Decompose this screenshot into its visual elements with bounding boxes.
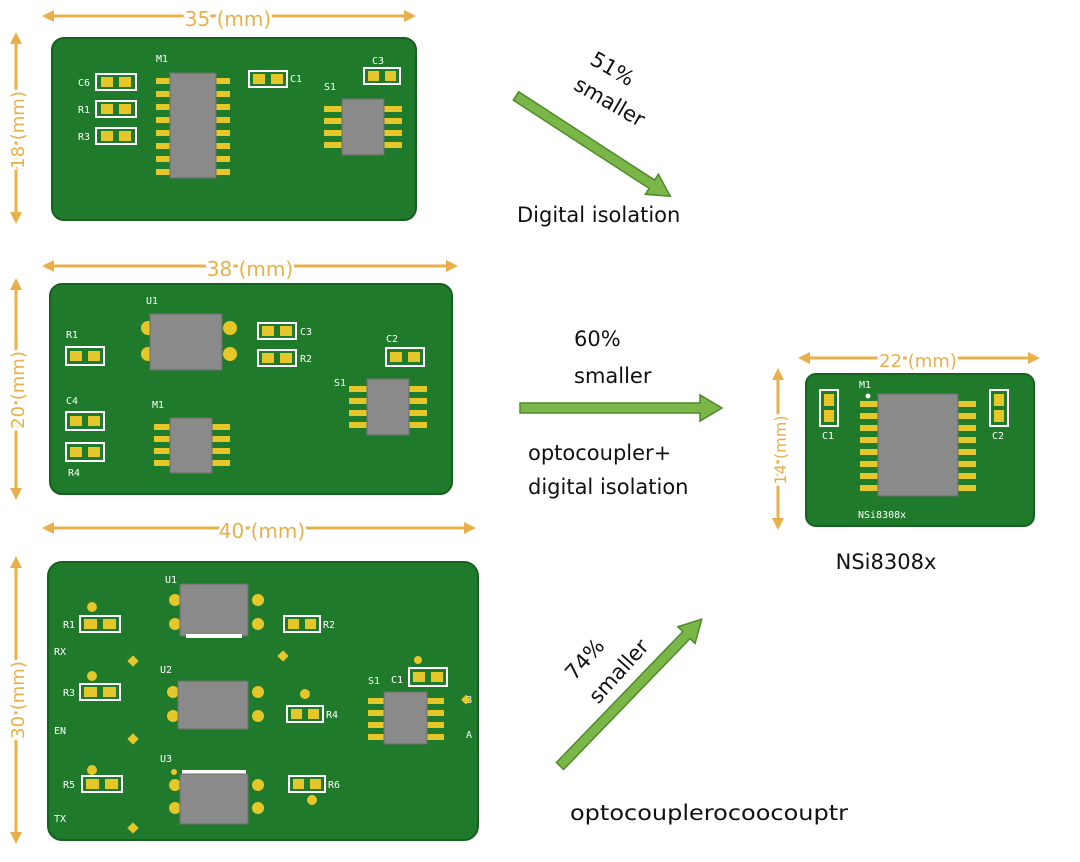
board-bottom: 40 (mm) 30 (mm) U1 R1 R2 RX U2 <box>5 516 479 844</box>
passive-r1 <box>79 602 121 633</box>
via-pad <box>127 822 139 834</box>
chip-m1 <box>860 393 976 497</box>
passive-r5 <box>81 765 123 793</box>
passive-r4 <box>286 689 324 723</box>
silk-m1: M1 <box>156 54 168 65</box>
passive-c1 <box>408 656 448 687</box>
chip-s1 <box>324 98 402 156</box>
passive-c3 <box>257 322 297 340</box>
silk-c2: C2 <box>386 334 398 345</box>
silk-c6: C6 <box>78 78 90 89</box>
silk-r2: R2 <box>323 620 335 631</box>
chip-m1 <box>156 72 230 179</box>
chip-u1 <box>169 583 264 638</box>
chip-u3 <box>169 770 264 825</box>
board-result: 22 (mm) 14 (mm) C1 M1 C2 NSi8308x NSi830… <box>768 348 1040 574</box>
silk-r3: R3 <box>78 132 90 143</box>
silk-r4: R4 <box>68 468 80 479</box>
passive-r3 <box>95 127 137 145</box>
board-middle: 38 (mm) 20 (mm) U1 C3 R2 R1 C2 <box>5 254 458 500</box>
arrow-middle-description-1: optocoupler+ <box>528 441 671 465</box>
passive-r2 <box>283 615 321 633</box>
silk-part-number: NSi8308x <box>858 510 906 521</box>
passive-r3 <box>79 671 121 701</box>
silk-u1: U1 <box>146 296 158 307</box>
arrow-shape <box>519 393 724 423</box>
passive-r2 <box>257 349 297 367</box>
silk-rx: RX <box>54 647 66 658</box>
passive-c3 <box>363 67 401 85</box>
silk-r5: R5 <box>63 780 75 791</box>
width-dimension-label: 35 (mm) <box>185 7 271 31</box>
silk-r1: R1 <box>66 330 78 341</box>
via-pad <box>127 733 139 745</box>
silk-u2: U2 <box>160 665 172 676</box>
arrow-shape <box>512 90 672 198</box>
passive-c1 <box>819 389 839 427</box>
passive-c2 <box>385 347 425 367</box>
silk-c3: C3 <box>372 56 384 67</box>
arrow-middle: 60% smaller optocoupler+ digital isolati… <box>519 327 724 499</box>
silk-r1: R1 <box>63 620 75 631</box>
silk-c3: C3 <box>300 327 312 338</box>
silk-c1: C1 <box>822 431 834 442</box>
pcb-board <box>47 561 479 841</box>
chip-m1 <box>154 417 230 474</box>
result-caption: NSi8308x <box>836 550 937 574</box>
silk-tx: TX <box>54 814 66 825</box>
arrow-top-description: Digital isolation <box>517 203 680 227</box>
passive-c6 <box>95 73 137 91</box>
passive-r6 <box>288 775 326 805</box>
arrow-shape <box>555 618 703 771</box>
arrow-top: 51% smaller Digital isolation <box>512 47 680 227</box>
silk-u3: U3 <box>160 754 172 765</box>
silk-a: A <box>466 730 472 741</box>
silk-c1: C1 <box>391 675 403 686</box>
silk-s1: S1 <box>324 82 336 93</box>
silk-c1: C1 <box>290 74 302 85</box>
silk-m1: M1 <box>859 380 871 391</box>
height-dimension-label: 14 (mm) <box>771 415 790 484</box>
silk-r4: R4 <box>326 710 338 721</box>
via-pad <box>277 650 289 662</box>
passive-r1 <box>65 346 105 366</box>
pcb-board <box>51 37 417 221</box>
silk-r3: R3 <box>63 688 75 699</box>
via-pad <box>127 655 139 667</box>
arrow-bottom-description: optocouplerocoocouptr <box>570 801 848 825</box>
height-dimension-label: 18 (mm) <box>8 91 29 169</box>
passive-r1 <box>95 100 137 118</box>
silk-r2: R2 <box>300 354 312 365</box>
passive-c2 <box>989 389 1009 427</box>
via-pad <box>171 769 177 775</box>
arrow-bottom: 74% smaller optocouplerocoocouptr <box>555 618 848 825</box>
silk-s1: S1 <box>368 676 380 687</box>
chip-u2 <box>167 680 264 730</box>
passive-c4 <box>65 411 105 431</box>
silk-en: EN <box>54 726 66 737</box>
passive-r4 <box>65 442 105 462</box>
arrow-middle-percent: 60% <box>574 327 621 351</box>
board-top: 35 (mm) 18 (mm) C6 R1 R3 M1 <box>5 4 417 224</box>
width-dimension-label: 40 (mm) <box>219 519 305 543</box>
height-dimension-label: 30 (mm) <box>8 661 29 739</box>
silk-c4: C4 <box>66 396 78 407</box>
chip-s1 <box>349 378 427 436</box>
width-dimension-label: 38 (mm) <box>207 257 293 281</box>
silk-u1: U1 <box>165 575 177 586</box>
passive-c1 <box>248 70 288 88</box>
chip-s1 <box>368 691 444 745</box>
silk-c2: C2 <box>992 431 1004 442</box>
chip-u1 <box>141 313 237 371</box>
height-dimension-label: 20 (mm) <box>8 351 29 429</box>
silk-r6: R6 <box>328 780 340 791</box>
arrow-middle-word: smaller <box>574 364 652 388</box>
silk-r1: R1 <box>78 105 90 116</box>
width-dimension-label: 22 (mm) <box>879 351 957 372</box>
arrow-middle-description-2: digital isolation <box>528 475 689 499</box>
silk-s1: S1 <box>334 378 346 389</box>
silk-m1: M1 <box>152 400 164 411</box>
